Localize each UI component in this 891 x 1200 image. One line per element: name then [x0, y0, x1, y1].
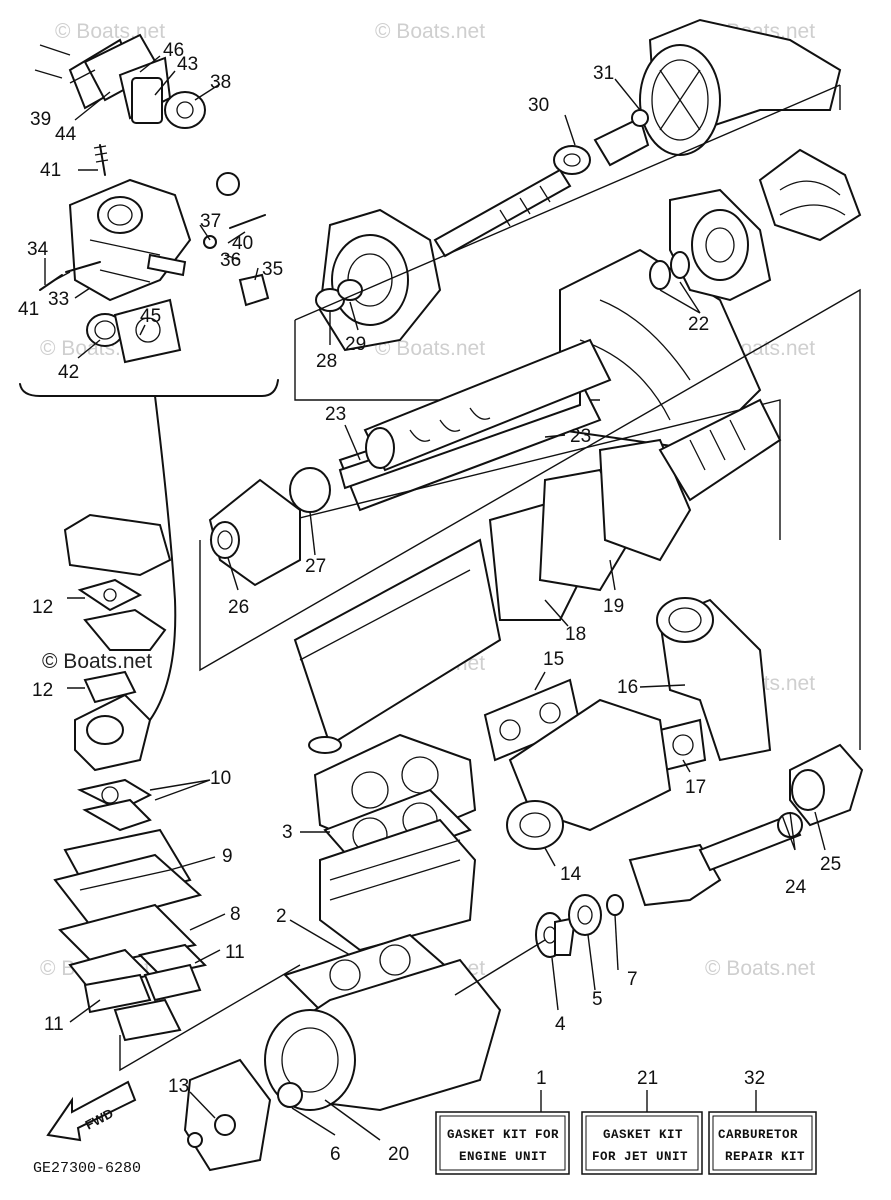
- callout-numbers: 46 43 38 39 44 41 37 40 36 35 34 41 33 4…: [18, 40, 841, 1165]
- callout-12: 12: [32, 680, 53, 701]
- callout-3: 3: [282, 822, 293, 843]
- callout-12: 12: [32, 597, 53, 618]
- kit-box: 21 GASKET KIT FOR JET UNIT: [581, 1068, 703, 1175]
- callout-39: 39: [30, 109, 51, 130]
- carburetor-inset: [19, 33, 279, 721]
- callout-7: 7: [627, 969, 638, 990]
- callout-18: 18: [565, 624, 586, 645]
- callout-23: 23: [325, 404, 346, 425]
- callout-24: 24: [785, 877, 807, 898]
- intake-assembly: [53, 513, 207, 1042]
- callout-37: 37: [200, 211, 221, 232]
- callout-19: 19: [603, 596, 624, 617]
- callout-20: 20: [388, 1144, 409, 1165]
- kit-number: 32: [744, 1068, 765, 1089]
- callout-11: 11: [44, 1014, 64, 1035]
- engine-assembly: [119, 733, 864, 1172]
- diagram-code: GE27300-6280: [33, 1160, 141, 1177]
- callout-16: 16: [617, 677, 638, 698]
- callout-29: 29: [345, 334, 366, 355]
- callout-9: 9: [222, 846, 233, 867]
- callout-17: 17: [685, 777, 706, 798]
- fwd-arrow: FWD: [46, 1080, 137, 1142]
- watermark: © Boats.net: [375, 337, 485, 360]
- watermark-dark: © Boats.net: [42, 650, 152, 673]
- callout-34: 34: [27, 239, 49, 260]
- callout-42: 42: [58, 362, 79, 383]
- callout-23: 23: [570, 426, 591, 447]
- callout-4: 4: [555, 1014, 566, 1035]
- callout-27: 27: [305, 556, 326, 577]
- callout-5: 5: [592, 989, 603, 1010]
- callout-13: 13: [168, 1076, 189, 1097]
- callout-33: 33: [48, 289, 69, 310]
- watermark: © Boats.net: [375, 20, 485, 43]
- kit-line1: GASKET KIT: [603, 1128, 683, 1142]
- callout-41: 41: [40, 160, 61, 181]
- kit-number: 21: [637, 1068, 658, 1089]
- watermark: © Boats.net: [55, 20, 165, 43]
- callout-2: 2: [276, 906, 287, 927]
- callout-22: 22: [688, 314, 709, 335]
- callout-28: 28: [316, 351, 337, 372]
- callout-36: 36: [220, 250, 241, 271]
- kit-line1: CARBURETOR: [718, 1128, 798, 1142]
- jet-pump-assembly: [294, 18, 862, 452]
- kit-box: 1 GASKET KIT FOR ENGINE UNIT: [435, 1068, 570, 1175]
- kit-line1: GASKET KIT FOR: [447, 1128, 559, 1142]
- callout-10: 10: [210, 768, 231, 789]
- kit-line2: REPAIR KIT: [725, 1150, 805, 1164]
- callout-6: 6: [330, 1144, 341, 1165]
- exhaust-assembly: [199, 288, 861, 850]
- callout-43: 43: [177, 54, 198, 75]
- callout-25: 25: [820, 854, 841, 875]
- callout-30: 30: [528, 95, 549, 116]
- callout-26: 26: [228, 597, 249, 618]
- callout-44: 44: [55, 124, 77, 145]
- callout-11: 11: [225, 942, 245, 963]
- callout-8: 8: [230, 904, 241, 925]
- callout-35: 35: [262, 259, 283, 280]
- leader-lines: [44, 55, 826, 1141]
- kit-boxes: 1 GASKET KIT FOR ENGINE UNIT 21 GASKET K…: [435, 1068, 817, 1175]
- callout-31: 31: [593, 63, 614, 84]
- kit-box: 32 CARBURETOR REPAIR KIT: [708, 1068, 817, 1175]
- callout-41: 41: [18, 299, 39, 320]
- callout-46: 46: [163, 40, 184, 61]
- callout-45: 45: [140, 306, 161, 327]
- callout-14: 14: [560, 864, 582, 885]
- callout-15: 15: [543, 649, 564, 670]
- kit-line2: ENGINE UNIT: [459, 1150, 547, 1164]
- watermark: © Boats.net: [705, 957, 815, 980]
- kit-line2: FOR JET UNIT: [592, 1150, 688, 1164]
- kit-number: 1: [536, 1068, 547, 1089]
- callout-38: 38: [210, 72, 231, 93]
- callout-40: 40: [232, 233, 253, 254]
